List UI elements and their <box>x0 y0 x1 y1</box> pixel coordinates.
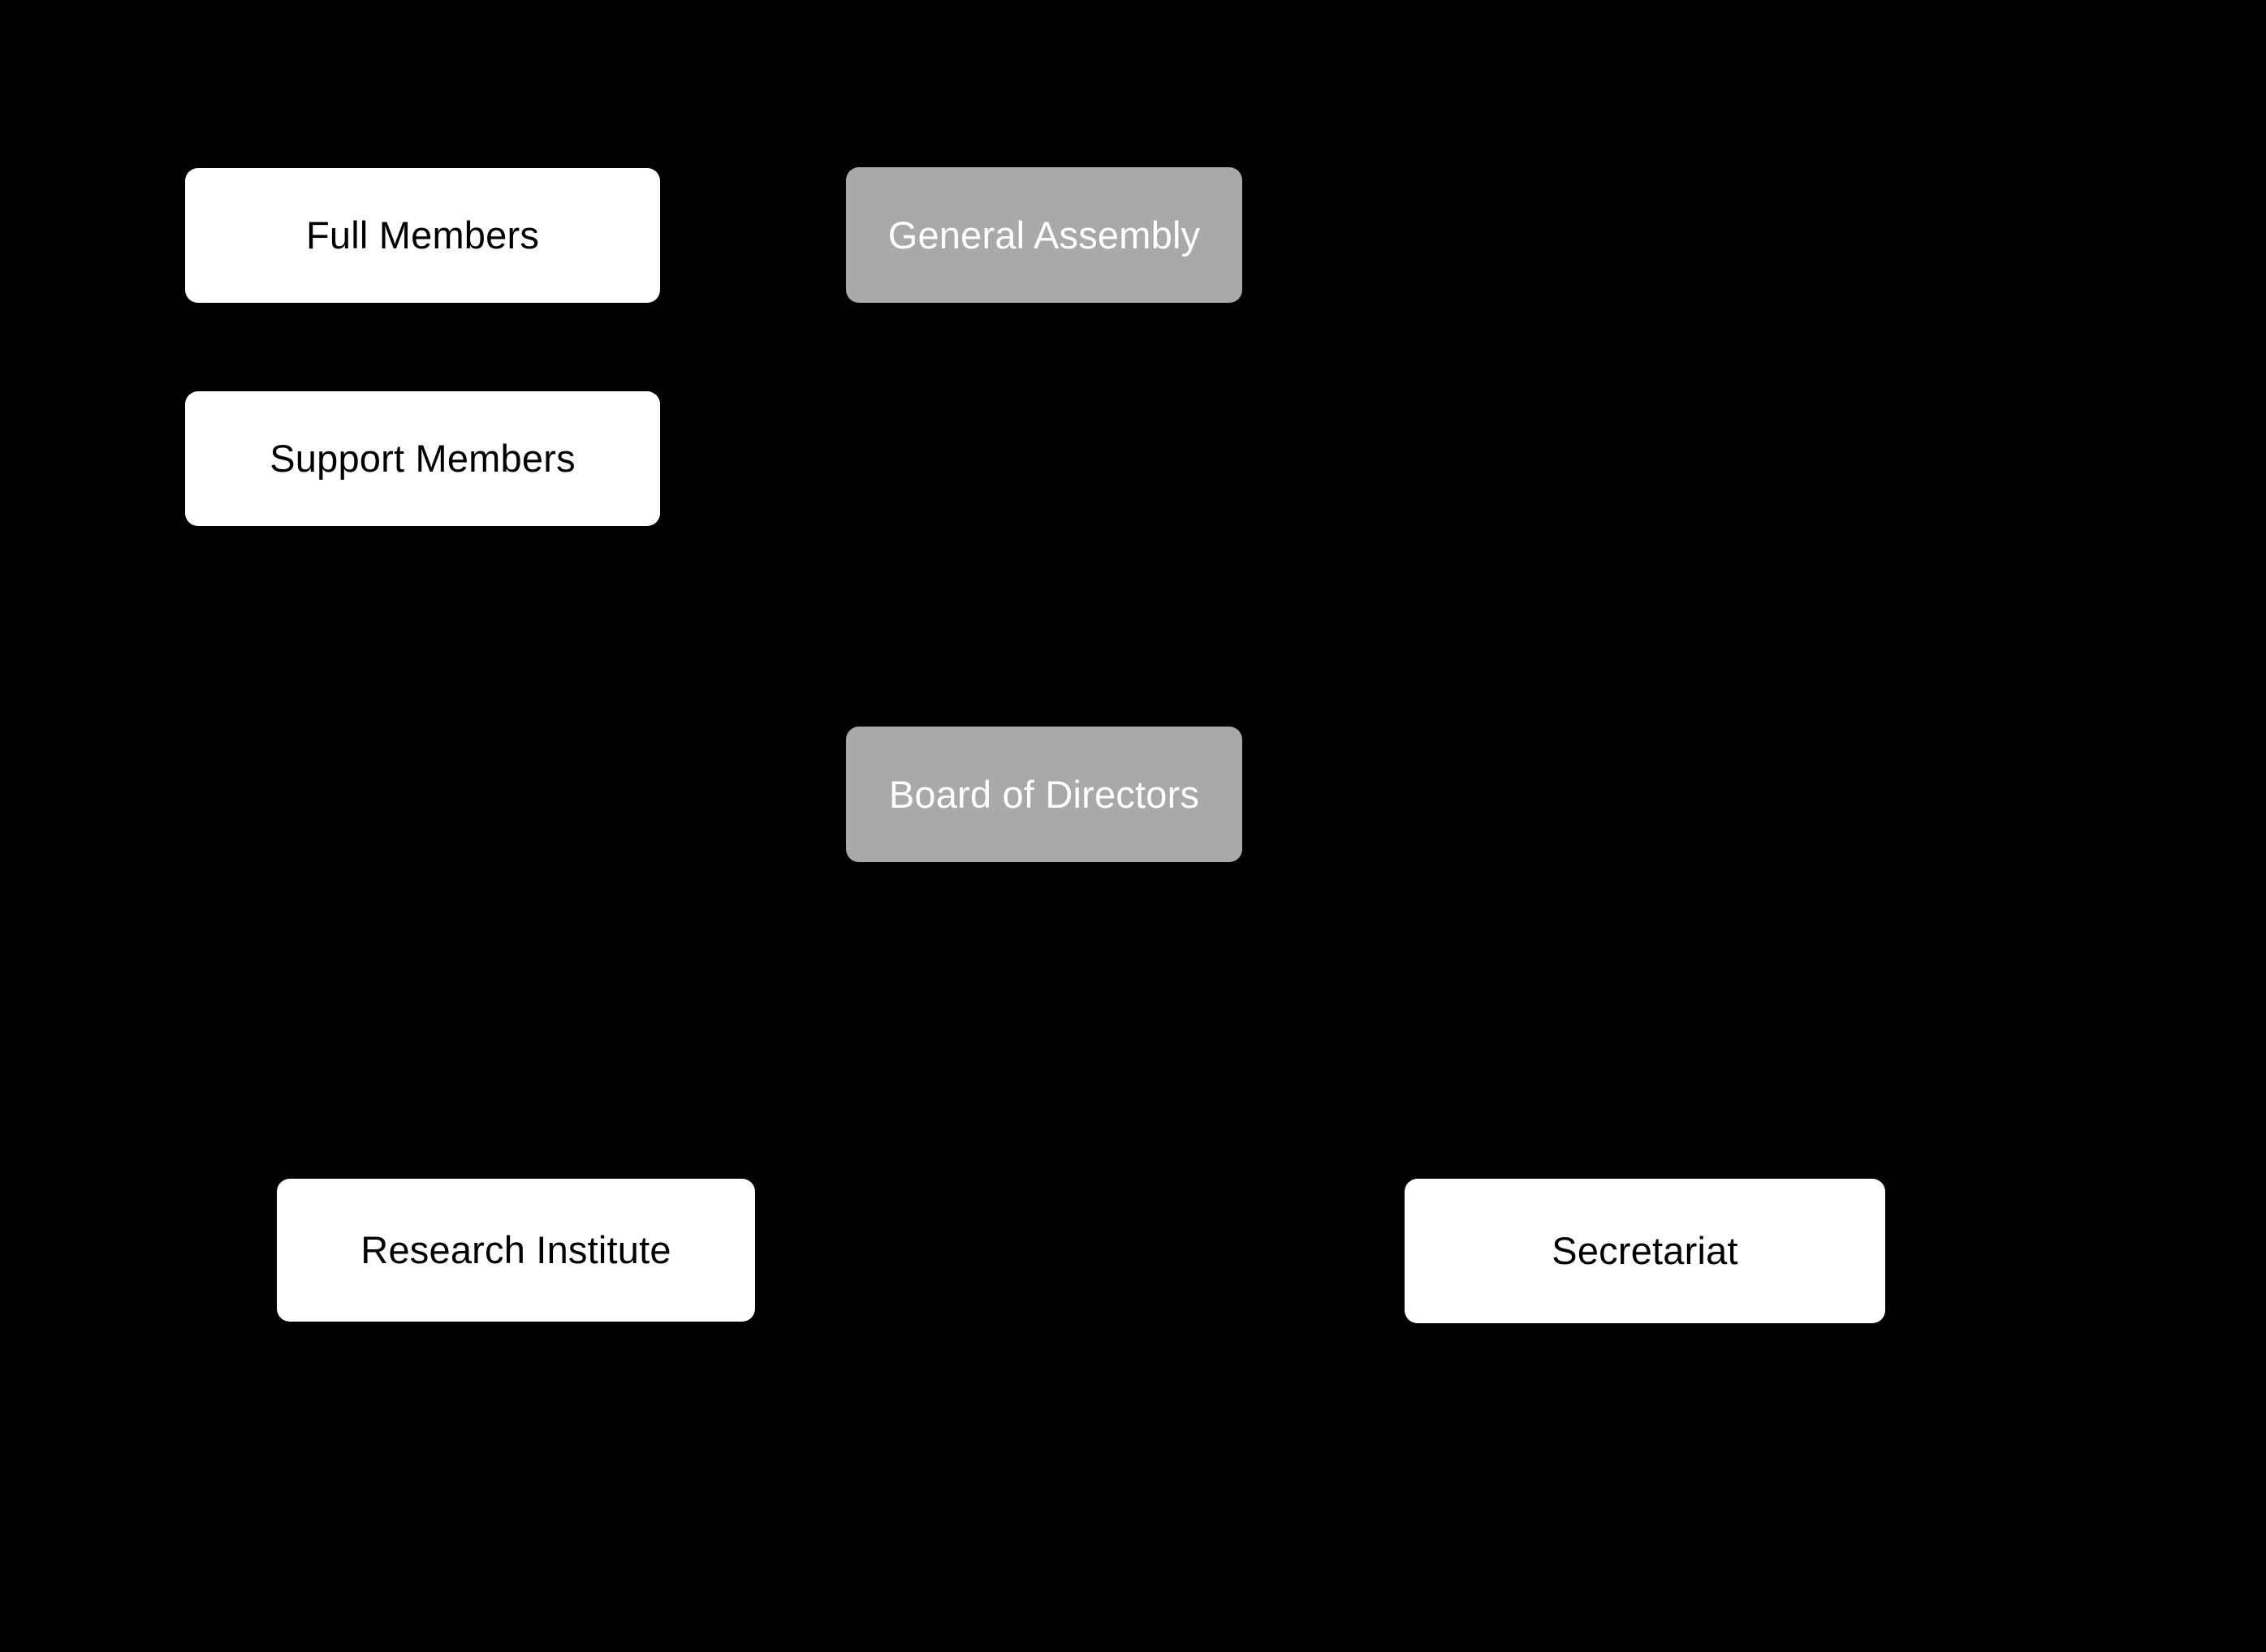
node-support-members-label: Support Members <box>270 437 576 481</box>
node-full-members[interactable]: Full Members <box>185 168 660 303</box>
node-board-of-directors-label: Board of Directors <box>888 772 1200 816</box>
node-general-assembly-label: General Assembly <box>887 213 1201 257</box>
node-secretariat-label: Secretariat <box>1552 1229 1738 1273</box>
node-support-members[interactable]: Support Members <box>185 391 660 526</box>
node-secretariat[interactable]: Secretariat <box>1405 1179 1885 1323</box>
node-general-assembly[interactable]: General Assembly <box>846 167 1242 303</box>
node-research-institute-label: Research Institute <box>360 1228 671 1272</box>
node-research-institute[interactable]: Research Institute <box>277 1179 755 1322</box>
node-full-members-label: Full Members <box>305 214 540 257</box>
node-board-of-directors[interactable]: Board of Directors <box>846 727 1242 862</box>
